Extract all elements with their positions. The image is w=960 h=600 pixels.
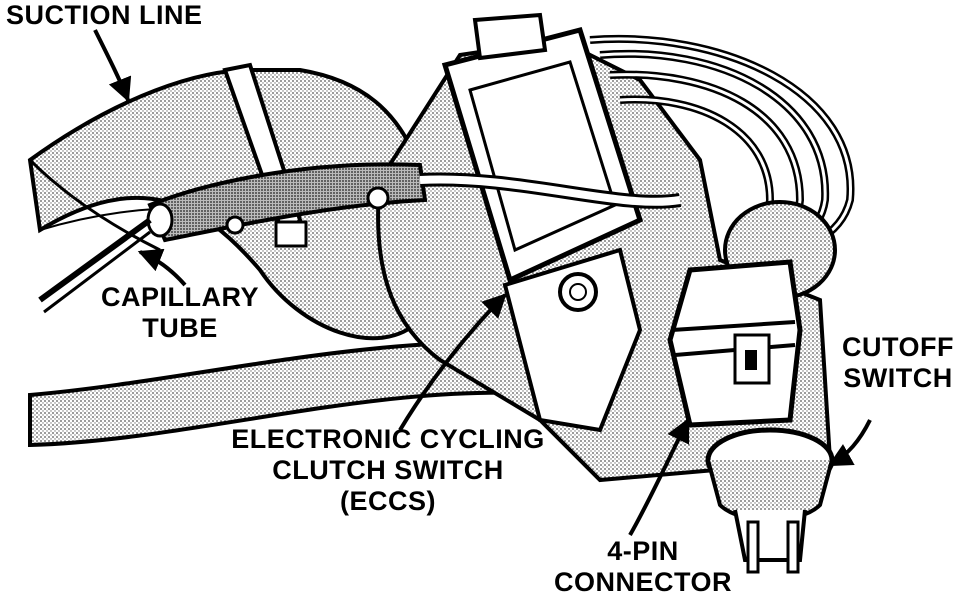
label-eccs-line1: ELECTRONIC CYCLING	[231, 424, 545, 454]
label-eccs-line3: (ECCS)	[340, 486, 436, 516]
cutoff-switch	[705, 427, 835, 574]
arrow-eccs	[398, 293, 507, 432]
label-capillary-line1: CAPILLARY	[101, 282, 259, 312]
label-capillary-line2: TUBE	[142, 313, 218, 343]
label-cutoff-switch: CUTOFF SWITCH	[836, 332, 960, 394]
arrow-capillary-tube	[137, 248, 187, 287]
label-suction-line: SUCTION LINE	[6, 0, 203, 30]
label-eccs: ELECTRONIC CYCLING CLUTCH SWITCH (ECCS)	[228, 424, 548, 517]
capillary-fitting	[38, 162, 428, 314]
label-cutoff-line2: SWITCH	[843, 363, 953, 393]
arrow-connector	[628, 417, 690, 536]
leader-arrows	[93, 29, 872, 536]
arrow-suction-line	[93, 29, 132, 103]
label-cutoff-line1: CUTOFF	[842, 332, 954, 362]
arrow-cutoff-switch	[827, 419, 872, 467]
label-four-pin-connector: 4-PIN CONNECTOR	[548, 536, 738, 598]
label-eccs-line2: CLUTCH SWITCH	[272, 455, 504, 485]
label-connector-line2: CONNECTOR	[553, 567, 732, 597]
eccs-switch	[441, 12, 644, 433]
label-connector-line1: 4-PIN	[607, 536, 679, 566]
label-capillary-tube: CAPILLARY TUBE	[100, 282, 260, 344]
four-pin-connector	[667, 259, 803, 428]
